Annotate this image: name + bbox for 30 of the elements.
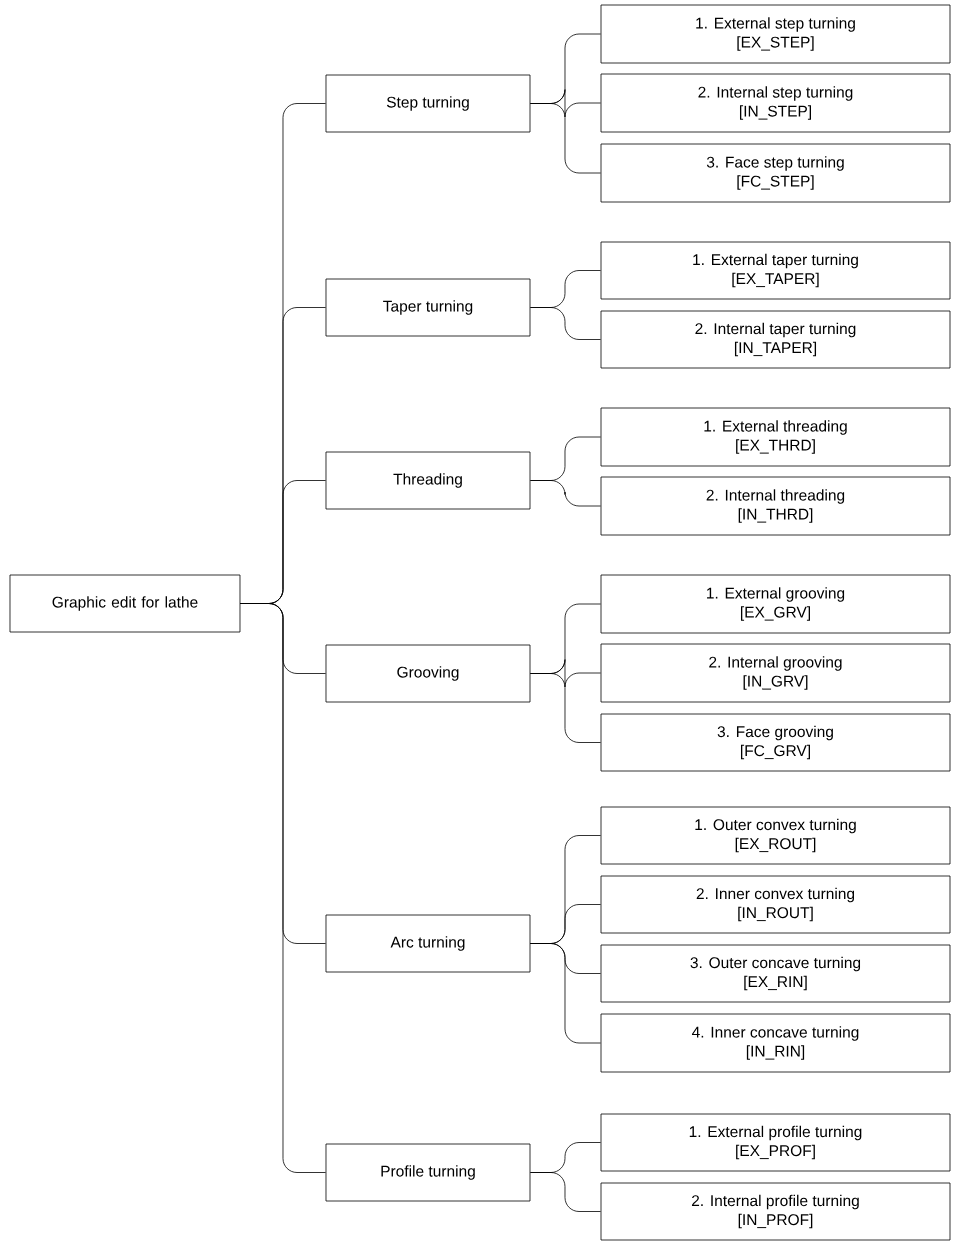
operation-box: 2. Internal threading [IN_THRD] [600,476,951,536]
operation-box: 2. Internal grooving [IN_GRV] [600,643,951,703]
operation-box: 1. External threading [EX_THRD] [600,407,951,467]
operation-box: 2. Internal taper turning [IN_TAPER] [600,310,951,369]
bracket-connector [240,603,326,1173]
category-box: Threading [325,451,531,510]
operation-box: 2. Internal step turning [IN_STEP] [600,73,951,133]
bracket-connector [530,673,601,743]
category-box: Profile turning [325,1143,531,1202]
bracket-connector [530,943,601,1044]
operation-box: 3. Face step turning [FC_STEP] [600,143,951,203]
root-box: Graphic edit for lathe [9,574,241,633]
category-box: Taper turning [325,278,531,337]
operation-box: 3. Outer concave turning [EX_RIN] [600,944,951,1003]
operation-box: 1. External grooving [EX_GRV] [600,574,951,634]
category-box: Arc turning [325,914,531,973]
operation-box: 1. Outer convex turning [EX_ROUT] [600,806,951,865]
operation-box: 2. Inner convex turning [IN_ROUT] [600,875,951,934]
bracket-connector [530,480,601,507]
operation-box: 2. Internal profile turning [IN_PROF] [600,1182,951,1241]
category-box: Step turning [325,74,531,133]
operation-box: 1. External profile turning [EX_PROF] [600,1113,951,1172]
operation-box: 1. External step turning [EX_STEP] [600,4,951,64]
bracket-connector [530,1172,601,1212]
bracket-connector [530,103,601,174]
bracket-connector [530,307,601,340]
operation-box: 3. Face grooving [FC_GRV] [600,713,951,772]
operation-box: 4. Inner concave turning [IN_RIN] [600,1013,951,1073]
operation-box: 1. External taper turning [EX_TAPER] [600,241,951,300]
category-box: Grooving [325,644,531,703]
